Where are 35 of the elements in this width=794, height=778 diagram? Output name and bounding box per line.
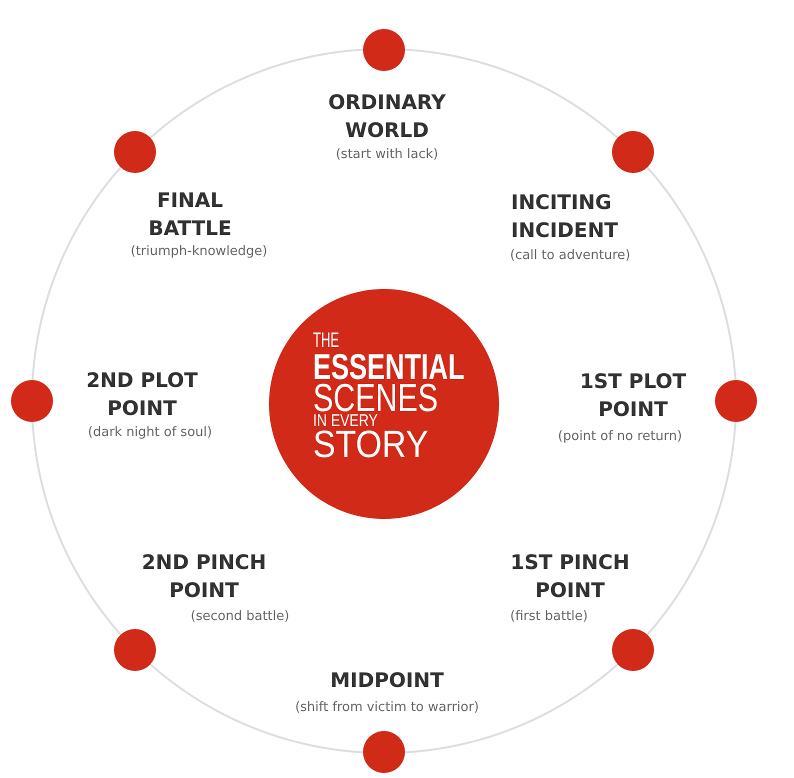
scene-title: FINAL BATTLE [148,187,232,242]
plot-point-dot [612,629,654,671]
scene-title: 2ND PINCH POINT [141,549,267,604]
ring-arc [150,664,364,754]
plot-point-dot [363,731,405,773]
scene-title: MIDPOINT [330,667,444,694]
heading-text: STORY [313,426,428,464]
scene-note: (second battle) [190,608,290,626]
scene-title: 1ST PINCH POINT [510,549,630,604]
scene-note: (point of no return) [558,428,682,446]
scene-note: (triumph-knowledge) [130,243,268,261]
scene-note: (dark night of soul) [88,424,212,442]
heading-text: ESSENTIAL [313,349,465,385]
scene-title: 1ST PLOT POINT [579,368,687,423]
ring-arc [404,48,618,138]
plot-point-dot [114,131,156,173]
ring-arc [150,48,364,138]
ring-arc [404,664,618,754]
plot-point-dot [363,29,405,71]
ring-arc [32,166,122,380]
scene-note: (first battle) [510,608,588,626]
plot-point-dot [715,380,757,422]
plot-point-dot [612,131,654,173]
scene-title: 2ND PLOT POINT [86,367,198,422]
ring-arc [646,422,736,636]
ring-arc [646,166,736,380]
scene-title: INCITING INCIDENT [511,189,619,244]
plot-point-dot [114,629,156,671]
scene-note: (start with lack) [336,146,438,164]
scene-title: ORDINARY WORLD [328,89,446,144]
scene-note: (shift from victim to warrior) [295,699,479,717]
heading-text: THE [313,330,340,351]
plot-point-dot [11,380,53,422]
ring-arc [32,422,122,636]
scene-note: (call to adventure) [510,247,630,265]
